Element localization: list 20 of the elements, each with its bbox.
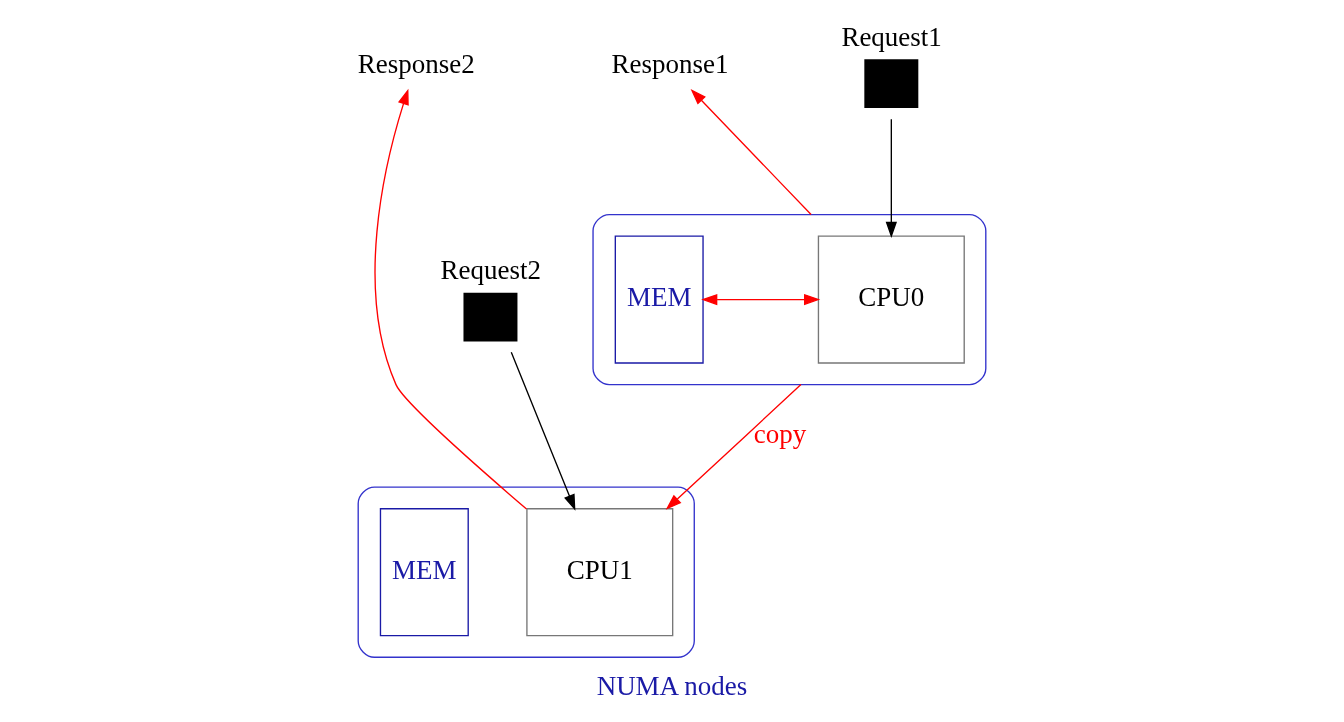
arrow (665, 383, 802, 510)
arrow (701, 293, 821, 306)
caption: NUMA nodes (596, 671, 748, 702)
node-box (463, 292, 518, 342)
arrow (510, 351, 576, 511)
cluster (592, 213, 987, 386)
node-label: Request1 (841, 21, 942, 52)
cluster (357, 486, 695, 658)
arrow (690, 88, 812, 216)
node-box (864, 59, 919, 108)
node-text: Response1 (611, 48, 729, 79)
arrow (885, 118, 897, 238)
node-text: Response2 (357, 48, 475, 79)
node-box: CPU1 (526, 508, 674, 637)
node-box: MEM (614, 235, 704, 364)
node-box: CPU0 (817, 235, 965, 364)
node-box: MEM (379, 508, 469, 637)
node-label: Request2 (440, 255, 541, 286)
edge-label: copy (753, 418, 807, 449)
arrow (374, 88, 528, 510)
